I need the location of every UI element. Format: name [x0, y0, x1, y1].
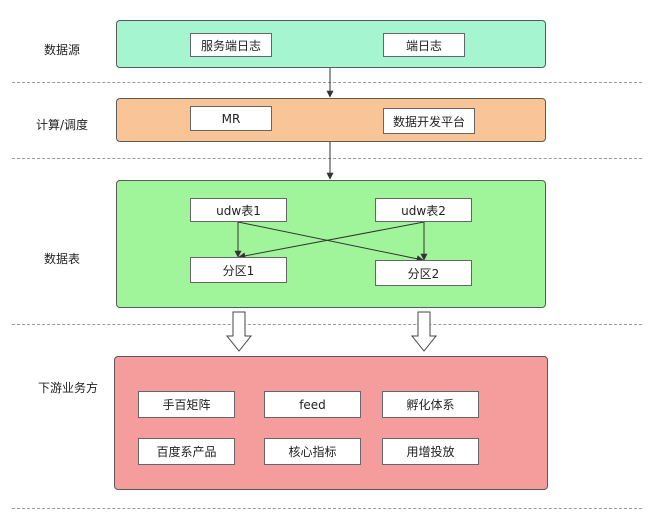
box-core-metrics: 核心指标 [264, 438, 361, 465]
box-server-log: 服务端日志 [190, 33, 272, 57]
layer-label-consumers: 下游业务方 [38, 381, 99, 395]
box-client-log: 端日志 [383, 33, 465, 57]
box-feed: feed [264, 391, 361, 418]
box-growth-delivery: 用增投放 [382, 438, 479, 465]
panel-source [116, 20, 546, 68]
block-arrow-left [225, 311, 253, 352]
layer-label-compute: 计算/调度 [36, 118, 89, 132]
box-udw-table-2: udw表2 [375, 198, 472, 222]
box-udw-table-1: udw表1 [190, 198, 287, 222]
box-mr: MR [190, 106, 272, 131]
panel-tables [116, 180, 546, 308]
block-arrow-right [410, 311, 438, 352]
separator-1 [12, 82, 642, 83]
box-partition-1: 分区1 [190, 257, 287, 283]
separator-4 [12, 508, 642, 509]
box-partition-2: 分区2 [375, 260, 472, 286]
layer-label-tables: 数据表 [44, 252, 81, 266]
separator-3 [12, 324, 642, 325]
box-incubation-system: 孵化体系 [382, 391, 479, 418]
box-shoubai-matrix: 手百矩阵 [138, 391, 235, 418]
layer-label-source: 数据源 [44, 43, 81, 57]
arrow-udw1-to-partition2 [237, 221, 424, 263]
arrow-udw2-to-partition1 [238, 221, 425, 260]
separator-2 [12, 158, 642, 159]
box-data-dev-platform: 数据开发平台 [383, 108, 475, 134]
box-baidu-products: 百度系产品 [138, 438, 235, 465]
panel-consumers [114, 356, 548, 490]
